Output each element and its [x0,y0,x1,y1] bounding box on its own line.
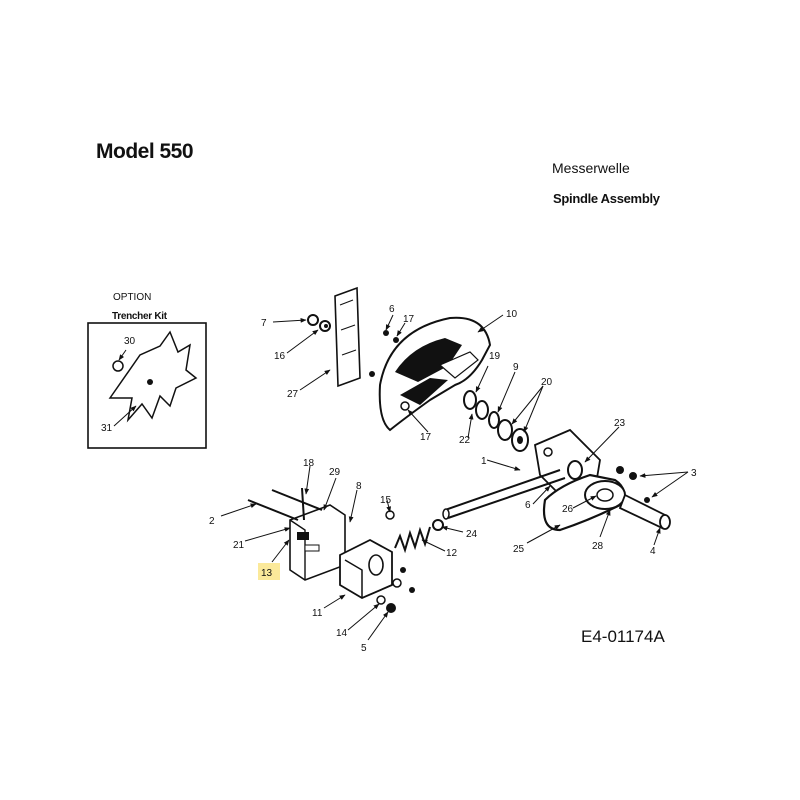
callout-6: 6 [389,304,395,315]
callout-26: 26 [562,504,574,515]
highlight-13 [258,563,280,580]
trencher-kit-inset [87,322,207,449]
callout-20: 20 [541,377,553,388]
callout-5: 5 [361,643,367,654]
bearing-stack [463,390,529,452]
callout-6b: 6 [525,500,531,511]
model-title: Model 550 [96,140,194,163]
callout-23: 23 [614,418,626,429]
blade-guard [378,316,492,432]
callout-7: 7 [261,318,267,329]
leader-lines [220,314,689,641]
callout-13: 13 [261,568,273,579]
callout-28: 28 [592,541,604,552]
bolts [247,487,395,521]
trencher-blade-icon [108,330,198,423]
callout-11: 11 [312,608,323,619]
callout-15: 15 [380,495,392,506]
callout-24: 24 [466,529,478,540]
callout-30: 30 [124,336,136,347]
left-bracket [289,504,393,600]
callout-8: 8 [356,481,362,492]
callout-17: 17 [403,314,415,325]
callout-1: 1 [481,456,487,467]
callout-16: 16 [274,351,286,362]
spindle-shaft [442,469,566,520]
callout-31: 31 [101,423,113,434]
callout-19: 19 [489,351,501,362]
callout-27: 27 [287,389,299,400]
callout-9: 9 [513,362,519,373]
callout-14: 14 [336,628,348,639]
mounting-plate [334,286,361,388]
callout-4: 4 [650,546,656,557]
callout-18: 18 [303,458,315,469]
callout-2: 2 [209,516,215,527]
title-german: Messerwelle [552,160,630,176]
callout-10: 10 [506,309,518,320]
callout-labels: 7 16 27 6 17 10 19 9 20 17 22 23 1 3 18 … [101,304,697,654]
title-english: Spindle Assembly [553,191,660,206]
trencher-nut-icon [112,360,124,372]
drawing-code: E4-01174A [581,627,665,646]
callout-25: 25 [513,544,525,555]
spring [394,519,444,554]
inset-option-label: OPTION [113,292,152,303]
callout-22: 22 [459,435,471,446]
inset-kit-label: Trencher Kit [112,311,167,322]
callout-3: 3 [691,468,697,479]
callout-12: 12 [446,548,458,559]
callout-29: 29 [329,467,341,478]
callout-21: 21 [233,540,245,551]
callout-17b: 17 [420,432,432,443]
